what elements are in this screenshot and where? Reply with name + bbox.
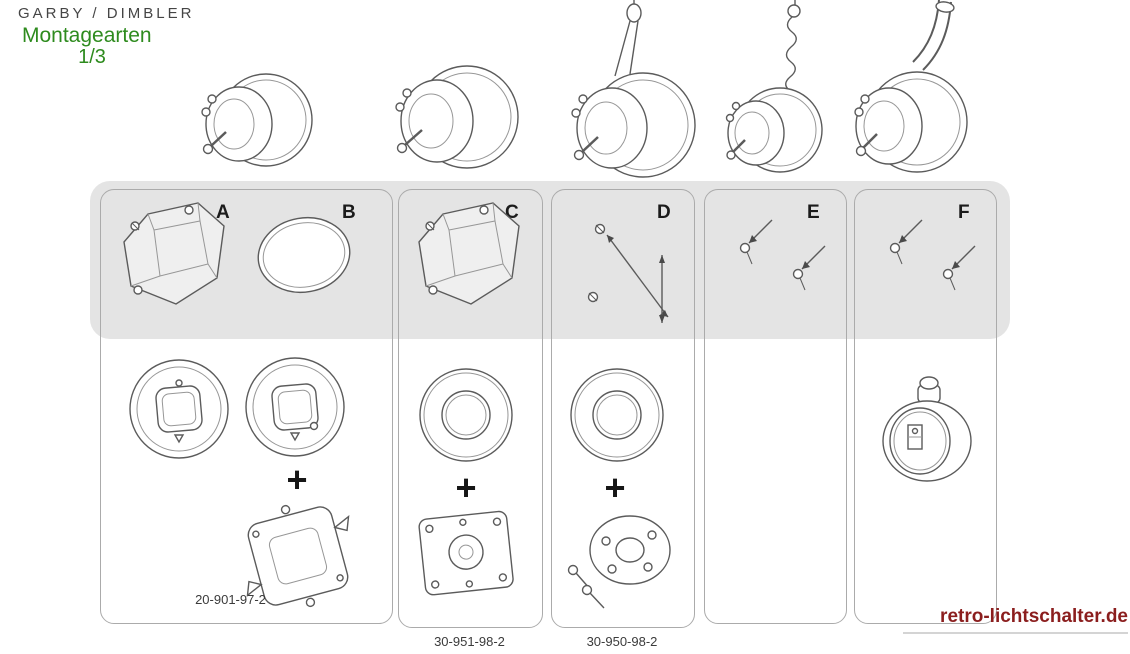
square-mounting-plate-drawing [418, 510, 514, 596]
pendant-cord-switch-illustration-d [571, 0, 696, 178]
part-number-c: 30-951-98-2 [434, 634, 505, 649]
pipe-mounted-switch-illustration-f [854, 0, 968, 173]
section-label-d: D [657, 202, 671, 223]
cover-ring-round-hole-drawing-c [419, 368, 513, 462]
angled-ring-with-clamp-drawing [882, 376, 972, 482]
screw-arrows-icon-d [587, 223, 669, 323]
part-number-ab: 20-901-97-2 [195, 592, 266, 607]
column-box-d [551, 189, 695, 628]
part-number-d: 30-950-98-2 [586, 634, 658, 649]
oval-gasket-icon-b [257, 216, 351, 294]
claw-mounting-frame-drawing [246, 504, 350, 608]
screw-arrows-icon-f [889, 219, 976, 291]
plus-sign-d: + [604, 467, 626, 508]
twisted-cord-switch-illustration-e [725, 0, 823, 173]
page-indicator: 1/3 [78, 46, 106, 68]
screw-arrows-icon-e [739, 219, 826, 291]
surface-switch-illustration-c [395, 65, 519, 169]
column-box-c [398, 189, 543, 628]
surface-switch-illustration-ab [201, 73, 313, 167]
cover-ring-square-hole-drawing-1 [129, 359, 229, 459]
plus-sign-ab: + [286, 459, 308, 500]
mounting-band [90, 181, 1010, 339]
brand-title: GARBY / DIMBLER [18, 5, 195, 22]
section-label-e: E [807, 202, 820, 223]
section-label-a: A [216, 202, 230, 223]
column-box-f [854, 189, 997, 624]
page-title: Montagearten [22, 24, 152, 47]
section-label-f: F [958, 202, 970, 223]
flush-mount-box-icon-c [418, 202, 520, 305]
round-mounting-plate-with-screws-drawing [567, 515, 671, 609]
column-box-ab [100, 189, 393, 624]
plus-sign-c: + [455, 467, 477, 508]
cover-ring-square-hole-drawing-2 [245, 357, 345, 457]
cover-ring-round-hole-drawing-d [570, 368, 664, 462]
column-box-e [704, 189, 847, 624]
site-watermark: retro-lichtschalter.de [903, 606, 1128, 634]
flush-mount-box-icon-a [123, 202, 225, 305]
section-label-b: B [342, 202, 356, 223]
